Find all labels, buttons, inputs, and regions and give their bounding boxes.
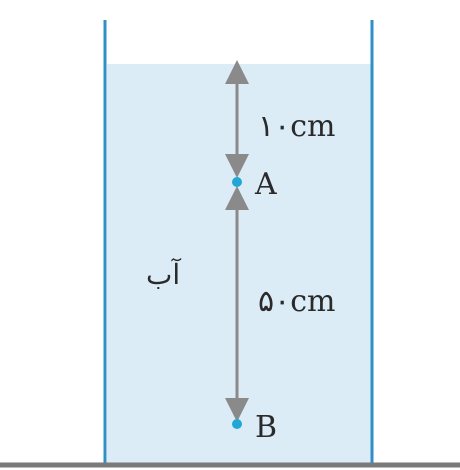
point-a-dot xyxy=(232,177,242,187)
point-b-label: B xyxy=(255,410,277,445)
point-a-label: A xyxy=(254,167,277,202)
lower-distance-label: ۵۰cm xyxy=(258,284,335,319)
point-b-dot xyxy=(232,419,242,429)
water-label: آب xyxy=(146,257,181,291)
upper-distance-label: ۱۰cm xyxy=(258,109,335,144)
